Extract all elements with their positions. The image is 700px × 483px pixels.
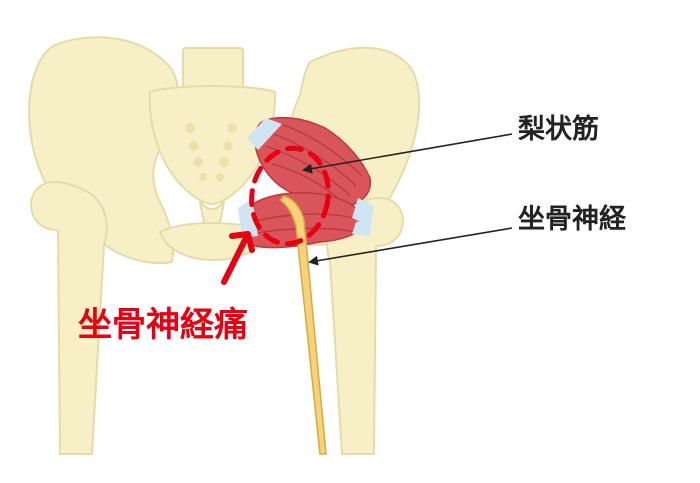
piriformis-pointer-line xyxy=(302,133,513,174)
sacral-foramina xyxy=(185,123,237,181)
sciatic-nerve-pointer-line xyxy=(308,227,513,266)
tendon-right-lower xyxy=(352,218,372,236)
tendon-left-lower xyxy=(238,198,258,238)
tendon-left-upper xyxy=(247,118,282,150)
pain-arrow xyxy=(221,231,255,285)
impingement-ring xyxy=(249,145,331,247)
femurs xyxy=(30,181,404,455)
sciatic-nerve xyxy=(278,195,327,455)
sacrum xyxy=(148,85,277,205)
left-femur xyxy=(30,181,108,455)
lumbar-vertebra xyxy=(182,47,244,89)
sciatica-label: 坐骨神経痛 xyxy=(78,305,248,345)
sciatic-nerve-label: 坐骨神経 xyxy=(518,204,626,235)
piriformis-label: 梨状筋 xyxy=(518,114,599,145)
